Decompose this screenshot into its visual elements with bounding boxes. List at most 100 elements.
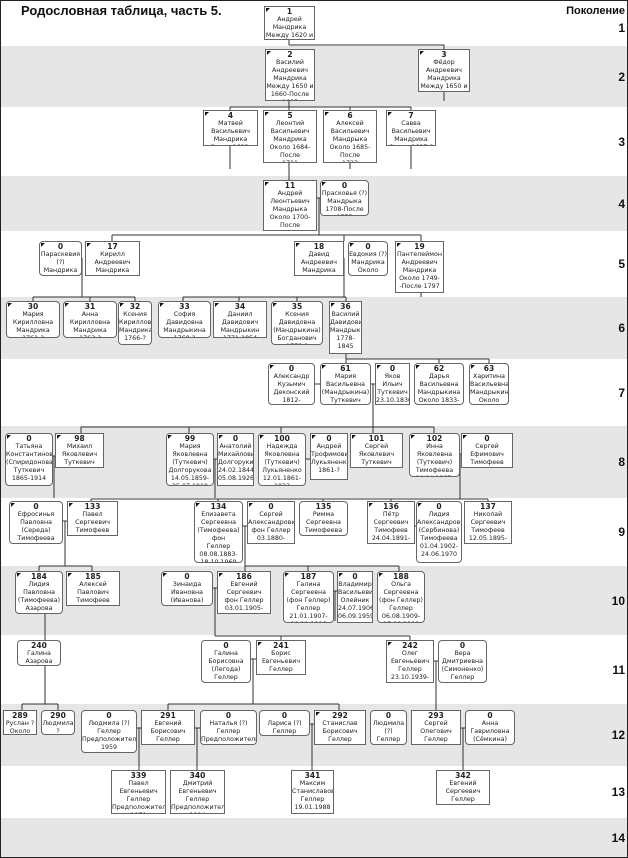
person-info-line: Васильевич <box>270 128 310 135</box>
person-info-line: -После 1797 <box>399 283 440 290</box>
person-info-line: Геллер <box>398 666 422 673</box>
person-info-line: 18.10.1969 <box>200 559 237 563</box>
person-info-line: Савва Васильевич <box>391 120 431 135</box>
person-info-line: Сергеевна <box>200 519 236 526</box>
person-info-line: 21.01.1907- <box>289 613 328 620</box>
person-info-line: Тимофеева <box>420 535 458 542</box>
person-number: 31 <box>84 302 96 311</box>
person-info-line: Около 1960 <box>9 728 31 735</box>
person-info-line: Тимофеев <box>470 459 504 466</box>
person-number: 101 <box>368 434 385 443</box>
person-info-line: Пантелеймон <box>397 251 442 258</box>
person-info-line: Матвей Васильевич <box>211 120 250 135</box>
person-info-line: 03.1880-02.1920 <box>256 535 286 542</box>
person-info-line: Тимофеев <box>76 597 110 604</box>
person-info-line: Мандрыкин <box>220 327 260 334</box>
person-info-line: Александрович <box>248 519 295 526</box>
person-info-line: 24.07.1906- <box>338 605 373 612</box>
person-info-line: Мандрыкин <box>330 327 361 334</box>
person-card[interactable]: 0ЛидияАлександровна(Сербинова)Тимофеева0… <box>416 501 462 563</box>
note-corner-icon <box>388 112 392 116</box>
person-card[interactable]: 137НиколайСергеевичТимофеев12.05.1895-19… <box>464 501 512 544</box>
person-info-line: (Мандрыкина) <box>273 327 321 334</box>
person-card[interactable]: 341МаксимСтаниславовичГеллер19.01.1988 <box>291 770 334 814</box>
note-corner-icon <box>196 503 200 507</box>
generation-number: 6 <box>618 321 625 335</box>
generation-band: 3 <box>1 107 627 176</box>
person-number: 33 <box>179 302 190 311</box>
person-card[interactable]: 0АлександрКузьмичДеконский1812-30.07.185… <box>268 363 315 405</box>
person-card[interactable]: 0АндрейТрофимовичЛукьяненко1861-? <box>310 433 348 480</box>
person-info-line: Инна Яковлевна <box>416 443 453 458</box>
person-info-line: Анатолий <box>219 443 252 450</box>
person-card[interactable]: 32КсенияКирилловнаМандрика1766-? <box>118 301 152 345</box>
person-info-line: Евгений Сергеевич <box>226 581 262 596</box>
person-card[interactable]: 0АнатолийМихайловичДолгорукий24.02.1844-… <box>217 433 254 486</box>
person-card[interactable]: 0ТатьянаКонстантиновна(Спиридонова)Тутке… <box>5 433 53 486</box>
person-info-line: Александр <box>273 373 310 380</box>
person-number: 17 <box>107 242 118 251</box>
person-card[interactable]: 36ВасилийДавидовичМандрыкин1778-1845 <box>329 301 362 354</box>
